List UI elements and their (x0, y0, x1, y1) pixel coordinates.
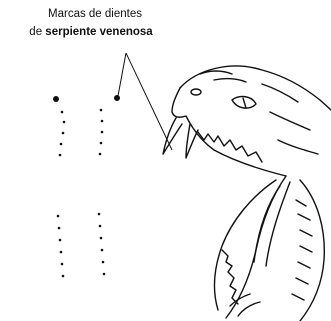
tooth-marks (57, 109, 106, 278)
tooth-mark-right-upper-row (99, 153, 102, 156)
lower-teeth (222, 250, 238, 304)
pointer-lines (118, 53, 172, 150)
second-fang (186, 124, 198, 158)
neck-scales (292, 200, 312, 300)
tooth-mark-right-lower-row (100, 237, 103, 240)
pointer-line-fang-mark (118, 53, 126, 96)
pointer-line-fang (126, 53, 172, 150)
nostril (191, 89, 201, 95)
tooth-mark-left-upper-row (59, 154, 62, 157)
tooth-mark-right-lower-row (103, 273, 106, 276)
tooth-mark-right-upper-row (101, 131, 104, 134)
tooth-mark-right-lower-row (99, 225, 102, 228)
head-scales (200, 71, 318, 154)
lower-jaw-inner (215, 180, 276, 310)
tooth-mark-left-upper-row (63, 121, 66, 124)
fang-mark-left (53, 96, 59, 102)
tooth-mark-right-upper-row (100, 142, 103, 145)
tooth-mark-right-lower-row (98, 213, 101, 216)
fang-mark-right (114, 95, 120, 101)
tooth-mark-left-lower-row (58, 227, 61, 230)
tongue (254, 182, 290, 266)
eye-pupil (243, 98, 246, 108)
tooth-mark-left-upper-row (60, 143, 63, 146)
tooth-mark-right-upper-row (101, 120, 104, 123)
tooth-mark-left-lower-row (60, 251, 63, 254)
tooth-mark-left-lower-row (57, 215, 60, 218)
tooth-mark-left-upper-row (62, 132, 65, 135)
tooth-mark-right-lower-row (102, 261, 105, 264)
tooth-mark-left-lower-row (59, 239, 62, 242)
snake-head (163, 66, 331, 321)
tooth-mark-left-upper-row (61, 111, 64, 114)
tooth-mark-left-lower-row (61, 263, 64, 266)
tooth-mark-right-lower-row (101, 249, 104, 252)
tooth-mark-left-lower-row (62, 275, 65, 278)
tooth-mark-right-upper-row (100, 109, 103, 112)
fang-marks (53, 95, 120, 102)
